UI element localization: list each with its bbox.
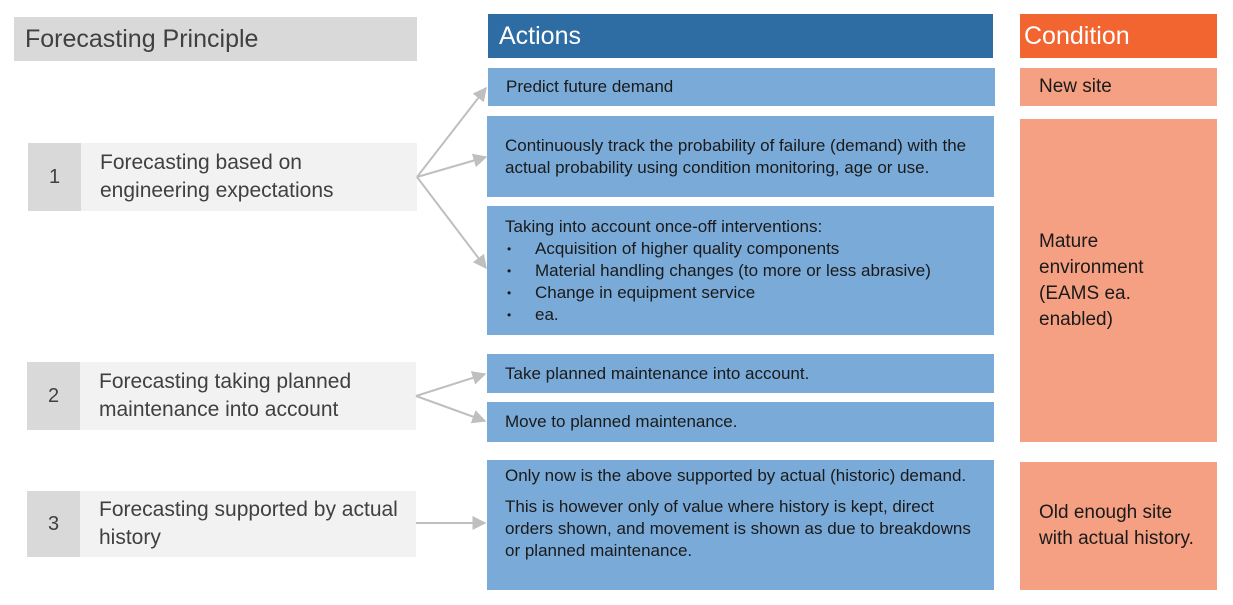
interventions-bullet: Acquisition of higher quality components (505, 238, 982, 260)
action-move-to-planned-maintenance: Move to planned maintenance. (487, 402, 994, 442)
action-take-planned-maintenance: Take planned maintenance into account. (487, 354, 994, 393)
history-paragraph-1: Only now is the above supported by actua… (505, 466, 967, 485)
principle-3-label: Forecasting supported by actual history (80, 491, 416, 557)
arrow-1-to-track (416, 153, 488, 178)
action-track-probability: Continuously track the probability of fa… (487, 116, 994, 197)
condition-mature-environment: Mature environment (EAMS ea. enabled) (1020, 119, 1217, 442)
action-once-off-interventions: Taking into account once-off interventio… (487, 206, 994, 335)
principle-2-label: Forecasting taking planned maintenance i… (80, 362, 416, 430)
principle-1-number: 1 (28, 143, 81, 211)
action-actual-history: Only now is the above supported by actua… (487, 460, 994, 590)
condition-new-site: New site (1020, 68, 1217, 106)
action-predict-future-demand: Predict future demand (488, 68, 995, 106)
interventions-bullet: ea. (505, 304, 982, 326)
interventions-intro: Taking into account once-off interventio… (505, 217, 823, 236)
interventions-bullet: Change in equipment service (505, 282, 982, 304)
condition-old-enough-site: Old enough site with actual history. (1020, 462, 1217, 590)
condition-header: Condition (1020, 14, 1217, 58)
arrow-1-to-predict (416, 86, 487, 178)
arrow-2-to-take-planned (415, 371, 487, 397)
actions-header: Actions (488, 14, 993, 58)
arrow-1-to-interventions (416, 176, 487, 270)
interventions-bullet: Material handling changes (to more or le… (505, 260, 982, 282)
arrow-2-to-move-planned (415, 395, 487, 424)
forecasting-principle-header: Forecasting Principle (14, 17, 417, 61)
interventions-list: Acquisition of higher quality components… (505, 238, 982, 326)
history-paragraph-2: This is however only of value where hist… (505, 497, 971, 560)
principle-2-number: 2 (27, 362, 80, 430)
principle-3-number: 3 (27, 491, 80, 557)
principle-1-label: Forecasting based on engineering expecta… (81, 143, 417, 211)
